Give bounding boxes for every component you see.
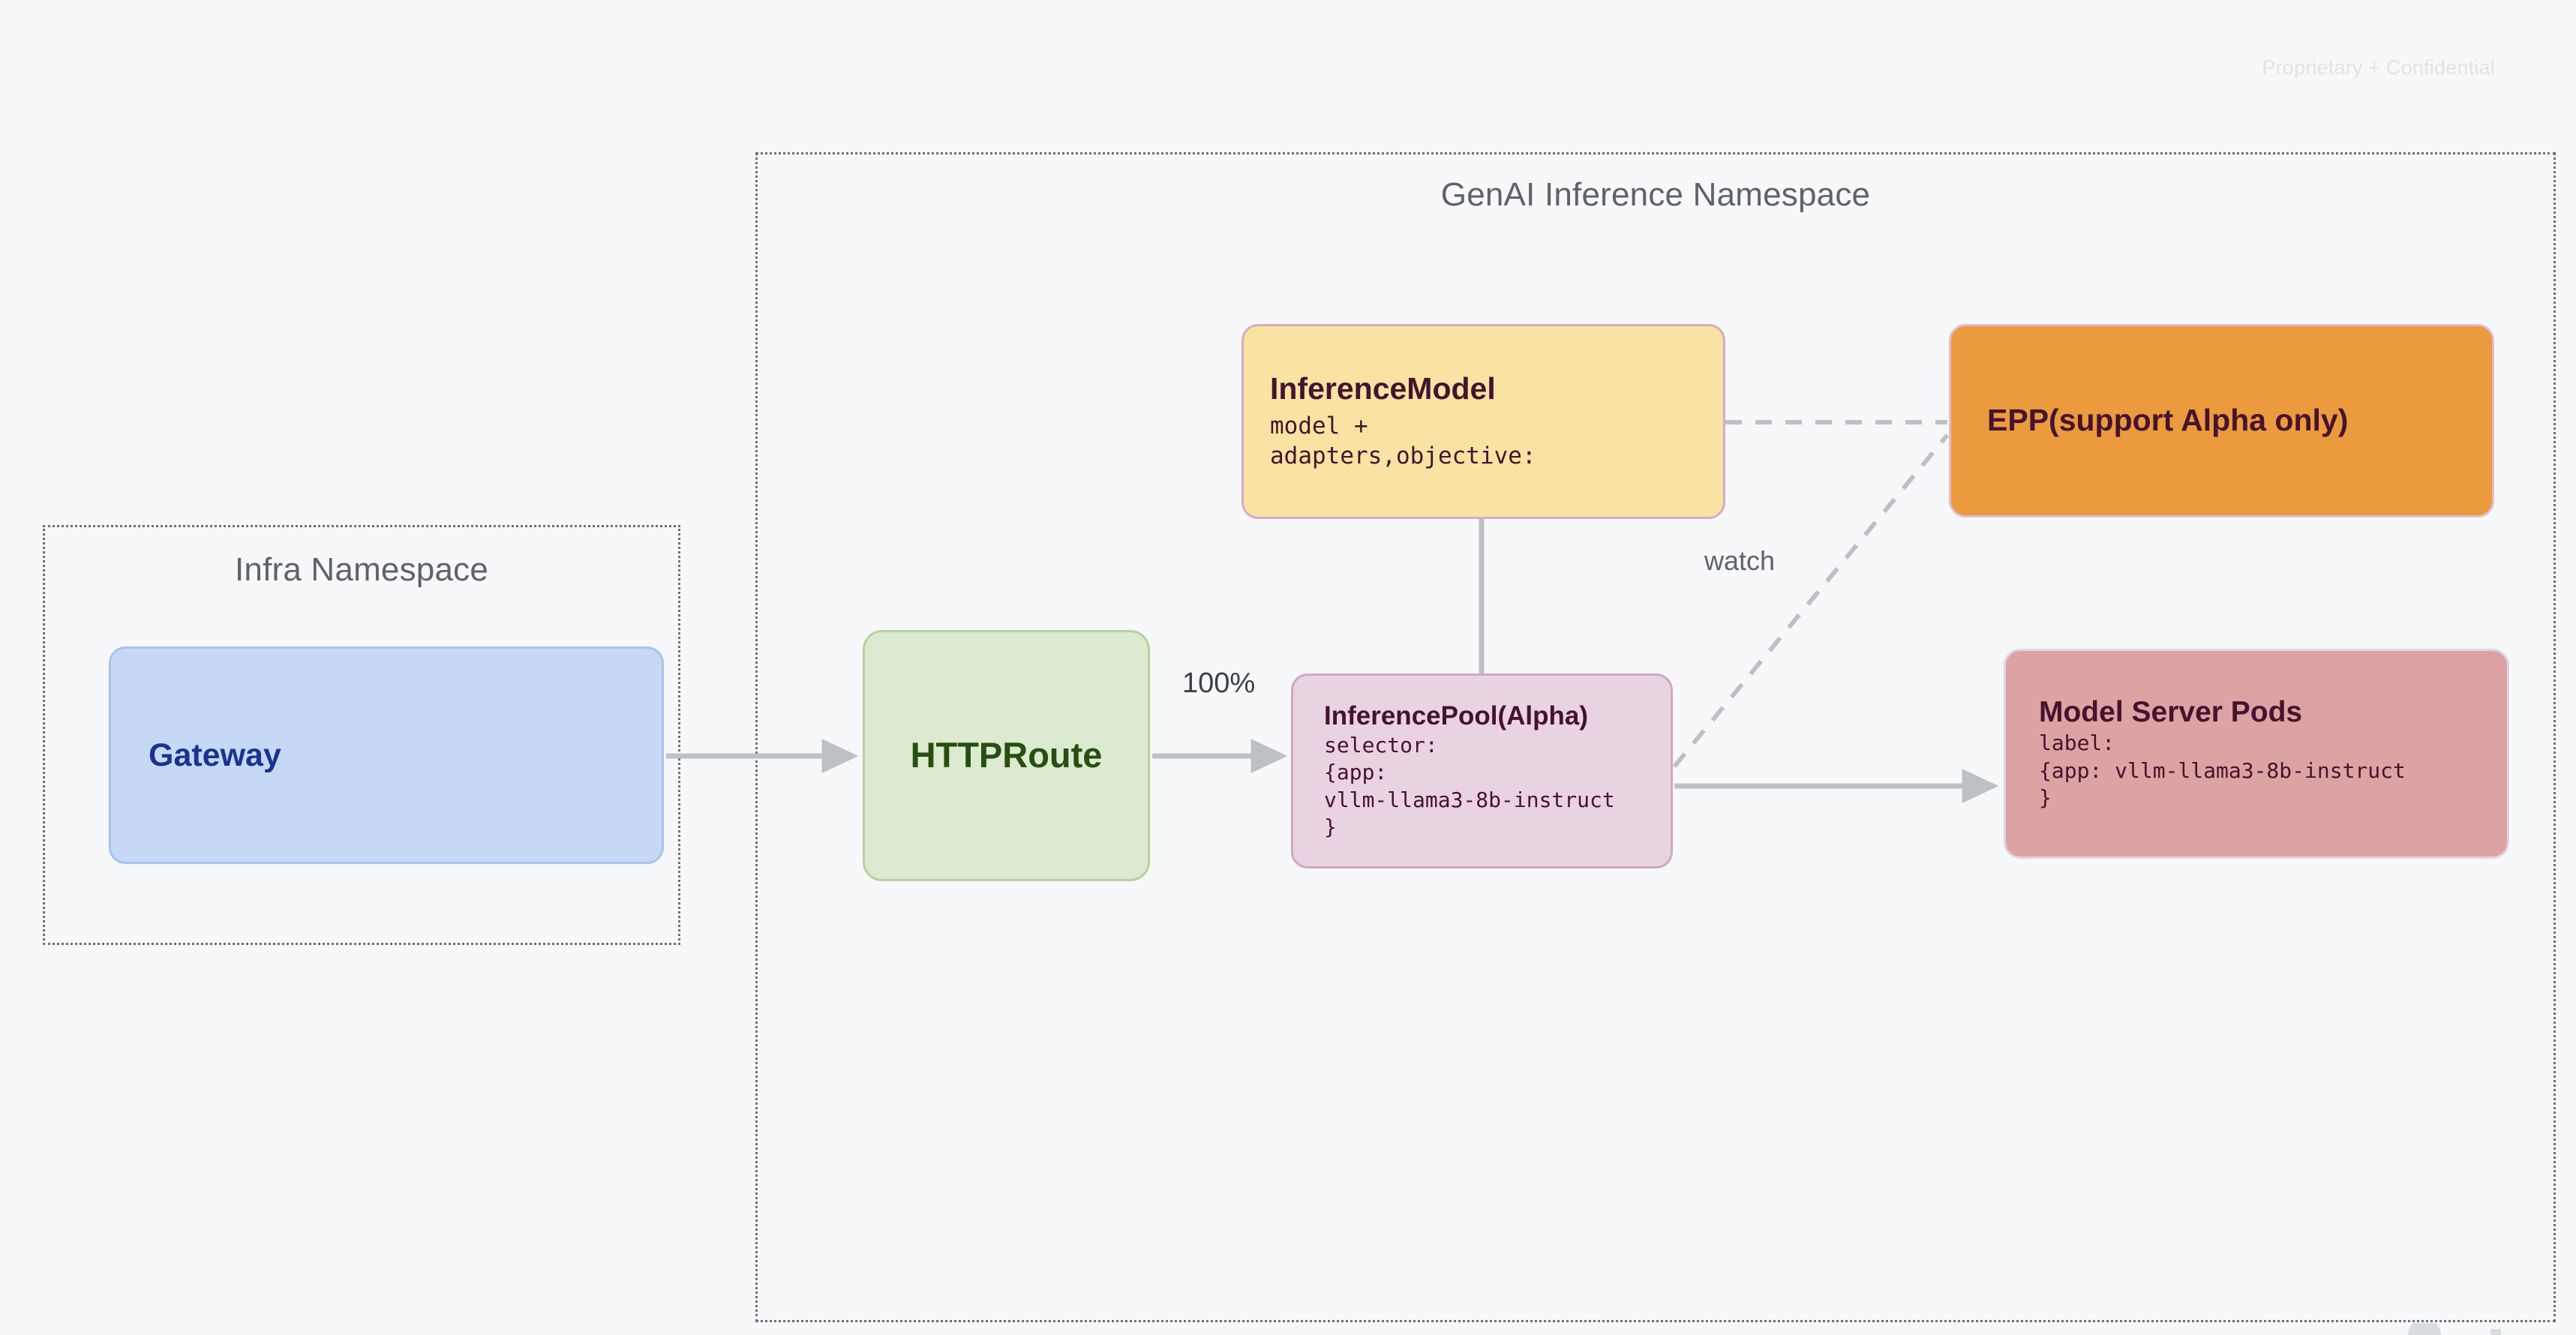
namespace-title-genai: GenAI Inference Namespace	[1440, 176, 1871, 213]
node-epp-title: EPP(support Alpha only)	[1987, 403, 2349, 438]
edge-label-traffic-weight: 100%	[1182, 668, 1256, 699]
confidentiality-watermark: Proprietary + Confidential	[2262, 56, 2495, 79]
node-inferencepool-body: selector: {app: vllm-llama3-8b-instruct …	[1324, 732, 1615, 839]
node-modelserverpods-body: label: {app: vllm-llama3-8b-instruct }	[2039, 730, 2406, 811]
node-inferencemodel[interactable]: InferenceModel model + adapters,objectiv…	[1241, 324, 1725, 519]
node-epp[interactable]: EPP(support Alpha only)	[1949, 324, 2494, 518]
node-gateway[interactable]: Gateway	[109, 646, 664, 864]
node-httproute-title: HTTPRoute	[910, 735, 1103, 776]
node-inferencepool[interactable]: InferencePool(Alpha) selector: {app: vll…	[1291, 674, 1673, 868]
node-httproute[interactable]: HTTPRoute	[863, 630, 1150, 881]
edge-label-watch: watch	[1704, 545, 1776, 576]
node-inferencemodel-body: model + adapters,objective:	[1270, 412, 1536, 470]
node-inferencepool-title: InferencePool(Alpha)	[1324, 700, 1588, 730]
node-gateway-title: Gateway	[149, 736, 281, 773]
namespace-title-infra: Infra Namespace	[234, 551, 489, 588]
brand-logo-icon	[2408, 1323, 2501, 1335]
namespace-container-infra	[43, 525, 680, 945]
namespace-container-genai	[755, 152, 2556, 1322]
node-inferencemodel-title: InferenceModel	[1270, 370, 1496, 406]
node-modelserverpods-title: Model Server Pods	[2039, 695, 2303, 728]
node-modelserverpods[interactable]: Model Server Pods label: {app: vllm-llam…	[2004, 649, 2509, 859]
